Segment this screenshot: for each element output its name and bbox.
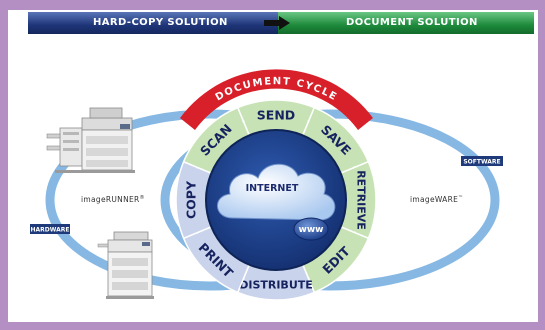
imagerunner-label: imageRUNNER® (81, 194, 145, 204)
software-tag: SOFTWARE (461, 156, 503, 166)
internet-label: INTERNET (246, 183, 299, 194)
software-tag-label: SOFTWARE (463, 159, 500, 166)
hardware-tag: HARDWARE (30, 224, 70, 234)
document-solution-label: DOCUMENT SOLUTION (346, 17, 478, 28)
imageware-label: imageWARE™ (410, 195, 463, 204)
large-copier-image (46, 107, 135, 173)
hardcopy-solution-label: HARD-COPY SOLUTION (93, 17, 228, 28)
cycle-step-copy-label: COPY (184, 180, 199, 219)
document-solution-banner: DOCUMENT SOLUTION (278, 12, 534, 34)
software-loop (160, 109, 500, 291)
cycle-step-retrieve-label: RETRIEVE (355, 170, 368, 230)
hardcopy-solution-banner: HARD-COPY SOLUTION (28, 12, 298, 34)
document-cycle-arc (180, 69, 373, 130)
www-label: www (299, 225, 324, 235)
arrow-right-icon (264, 16, 290, 30)
internet-cloud: INTERNET (217, 163, 336, 221)
www-badge: www (293, 217, 329, 241)
small-copier-image (97, 231, 154, 299)
cycle-step-send-label: SEND (257, 108, 295, 123)
cycle-step-distribute-label: DISTRIBUTE (239, 279, 313, 292)
cycle-divider (242, 120, 245, 123)
hardware-tag-label: HARDWARE (31, 227, 70, 234)
